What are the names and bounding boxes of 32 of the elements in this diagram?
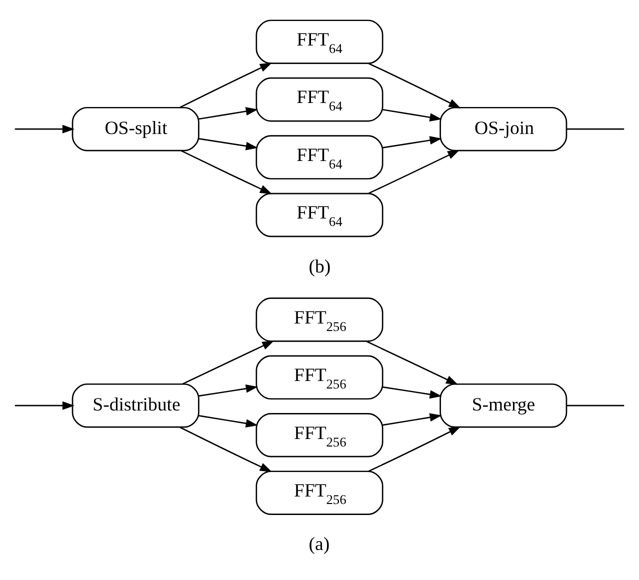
arrow [368,62,461,108]
node-box: FFT$_{64}$ [256,134,384,179]
node-box: FFT$_{256}$ [256,297,384,342]
arrow [14,124,75,133]
arrow [382,136,442,148]
arrow [198,138,258,150]
node-box: S-distribute [72,382,200,428]
node-box: FFT$_{64}$ [256,76,384,122]
node-box: FFT$_{256}$ [256,470,384,514]
arrow [382,412,442,426]
node-box: OS-split [72,106,200,151]
arrow [182,340,274,384]
connector [566,128,624,130]
arrow [198,384,258,396]
arrow [14,400,75,410]
arrow [198,106,258,120]
arrow [366,340,458,384]
node-box: FFT$_{64}$ [256,192,384,237]
node-box: FFT$_{256}$ [256,412,384,457]
node-box: FFT$_{64}$ [256,19,384,64]
arrow [180,150,272,194]
connector [566,404,624,406]
node-box: OS-join [440,106,568,151]
arrow [382,386,442,398]
label: (b) [308,256,331,277]
node-box: FFT$_{256}$ [256,354,384,400]
arrow [198,414,258,428]
arrow [382,108,442,122]
arrow [180,62,272,108]
arrow [180,426,272,472]
node-box: S-merge [440,382,568,428]
label: (a) [308,534,330,555]
